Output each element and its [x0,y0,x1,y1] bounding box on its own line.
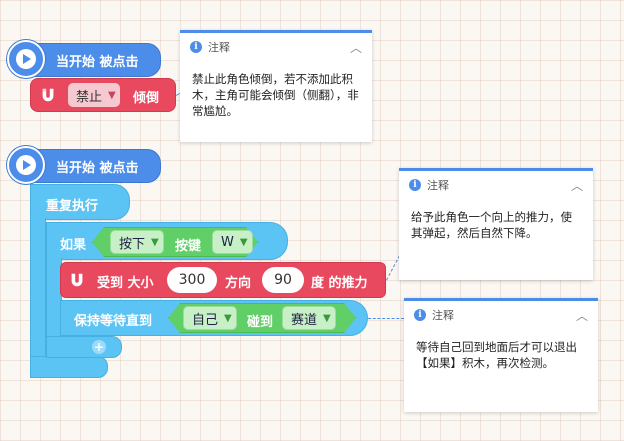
magnet-icon [66,269,88,291]
comment-connector [368,318,404,319]
direction-input[interactable]: 90 [262,267,304,293]
tilt-mode-dropdown[interactable]: 禁止▼ [68,83,120,107]
repeat-label: 重复执行 [46,199,99,214]
comment-text[interactable]: 等待自己回到地面后才可以退出【如果】积木，再次检测。 [416,340,577,370]
apply-force-block[interactable] [60,262,386,298]
degree-force-label: 度 的推力 [311,276,368,291]
tilt-label: 倾倒 [133,91,160,106]
key-value-dropdown[interactable]: W▼ [212,230,253,254]
play-icon [7,40,45,78]
hat-label: 当开始 被点击 [56,55,139,70]
key-label: 按键 [175,239,202,254]
repeat-forever-block[interactable] [30,184,130,220]
info-icon: i [409,179,421,191]
chevron-down-icon: ▼ [224,312,232,324]
chevron-down-icon: ▼ [108,89,116,101]
force-label: 受到 大小 [97,276,154,291]
chevron-down-icon: ▼ [323,312,331,324]
target-dropdown[interactable]: 赛道▼ [282,306,336,330]
comment-text[interactable]: 禁止此角色倾倒，若不添加此积木，主角可能会倾倒（侧翻），非常尴尬。 [192,72,359,118]
comment-header: i 注释 ︿ [180,33,372,61]
chevron-up-icon[interactable]: ︿ [570,178,583,193]
force-input[interactable]: 300 [167,267,217,293]
play-icon [7,146,45,184]
comment-header: i 注释 ︿ [404,301,598,329]
chevron-down-icon: ▼ [239,236,248,248]
touch-label: 碰到 [247,315,274,330]
chevron-down-icon: ▼ [151,236,159,248]
if-block-arm [46,258,62,340]
comment-box-2[interactable]: i 注释 ︿ 给予此角色一个向上的推力，使其弹起，然后自然下降。 [399,168,593,280]
wait-until-label: 保持等待直到 [74,314,153,329]
repeat-forever-arm [30,218,46,378]
info-icon: i [190,41,202,53]
direction-label: 方向 [225,276,252,291]
if-label: 如果 [60,238,87,253]
self-dropdown[interactable]: 自己▼ [183,306,237,330]
add-block-button[interactable]: + [92,340,106,354]
comment-box-3[interactable]: i 注释 ︿ 等待自己回到地面后才可以退出【如果】积木，再次检测。 [404,298,598,412]
magnet-icon [37,84,59,106]
repeat-forever-foot [30,356,108,378]
comment-text[interactable]: 给予此角色一个向上的推力，使其弹起，然后自然下降。 [411,210,572,240]
if-block-foot [46,336,122,358]
chevron-up-icon[interactable]: ︿ [349,40,362,55]
hat-label: 当开始 被点击 [56,161,139,176]
key-action-dropdown[interactable]: 按下▼ [110,230,164,254]
comment-header: i 注释 ︿ [399,171,593,199]
comment-box-1[interactable]: i 注释 ︿ 禁止此角色倾倒，若不添加此积木，主角可能会倾倒（侧翻），非常尴尬。 [180,30,372,142]
chevron-up-icon[interactable]: ︿ [575,308,588,323]
info-icon: i [414,309,426,321]
